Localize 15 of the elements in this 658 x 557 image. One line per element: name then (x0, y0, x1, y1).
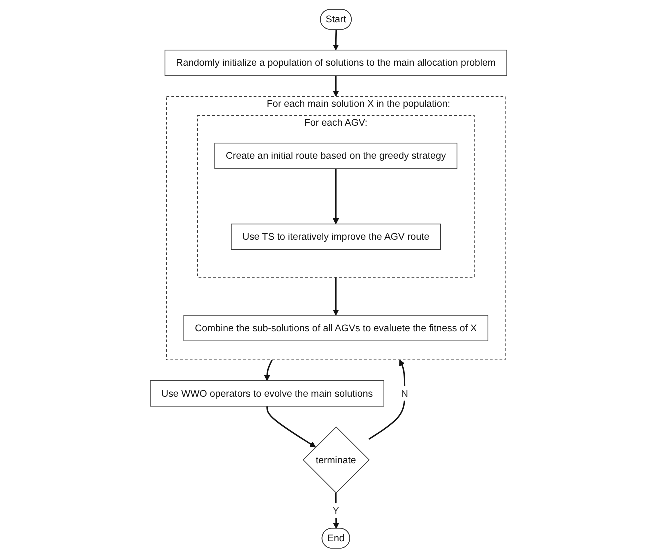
node-box: Use TS to iteratively improve the AGV route (231, 223, 442, 250)
node-box: Combine the sub-solutions of all AGVs to evaluete the fitness of X (184, 314, 489, 341)
arrow (266, 406, 316, 448)
arrow (333, 29, 340, 50)
edge-label: Y (333, 504, 340, 516)
node-box: Randomly initialize a population of solutions to the main allocation problem (165, 50, 508, 76)
node-diamond: terminate (303, 426, 370, 494)
arrow (333, 75, 340, 96)
edge-label: N (402, 387, 409, 398)
node-box: Use WWO operators to evolve the main solutions (150, 380, 385, 406)
arrow (264, 359, 274, 381)
arrow (368, 359, 406, 440)
arrow (333, 168, 340, 224)
node-box: Create an initial route based on the greedy strategy (214, 142, 458, 169)
arrow (333, 277, 340, 316)
